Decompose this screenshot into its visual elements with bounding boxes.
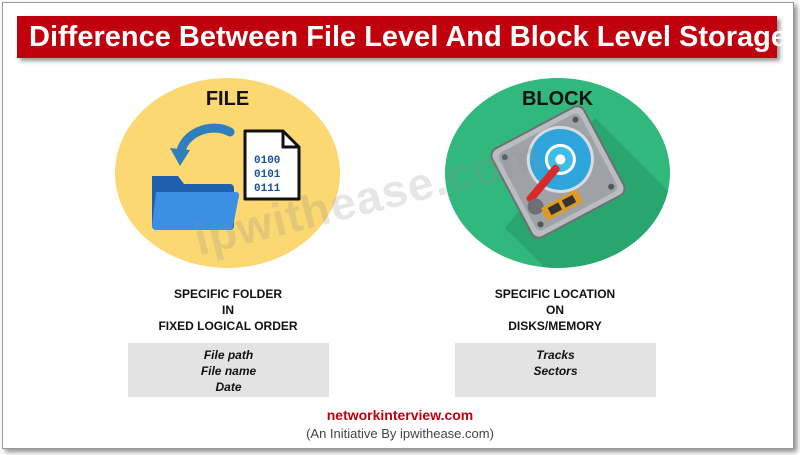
file-description-line: SPECIFIC FOLDER [173, 287, 282, 301]
block-label: BLOCK [521, 88, 594, 110]
file-description-line: FIXED LOGICAL ORDER [158, 319, 298, 333]
binary-line: 0100 [254, 155, 280, 167]
block-description: SPECIFIC LOCATION ON DISKS/MEMORY [455, 286, 655, 334]
file-description: SPECIFIC FOLDER IN FIXED LOGICAL ORDER [128, 286, 328, 334]
rotate-arrow-icon [170, 123, 235, 166]
file-attributes-box: File path File name Date [128, 343, 329, 397]
file-attribute: File name [200, 364, 257, 378]
file-label: FILE [205, 88, 250, 110]
binary-text: 0100 0101 0111 [254, 155, 281, 195]
footer-tagline: (An Initiative By ipwithease.com) [306, 426, 494, 441]
footer-site: networkinterview.com [326, 407, 474, 423]
folder-icon [152, 176, 240, 231]
document-icon [243, 129, 301, 201]
file-circle [115, 78, 340, 268]
block-description-line: SPECIFIC LOCATION [494, 287, 616, 301]
block-description-line: DISKS/MEMORY [508, 319, 602, 333]
block-description-line: ON [546, 303, 564, 317]
file-attribute: Date [215, 380, 242, 394]
binary-line: 0111 [254, 183, 281, 195]
block-attribute: Sectors [533, 364, 578, 378]
page-title: Difference Between File Level And Block … [29, 21, 787, 53]
block-attribute: Tracks [536, 348, 575, 362]
binary-line: 0101 [254, 169, 281, 181]
title-banner: Difference Between File Level And Block … [17, 16, 787, 58]
hard-disk-icon [490, 105, 626, 239]
diagram-frame [2, 2, 794, 449]
file-attribute: File path [203, 348, 254, 362]
block-attributes-box: Tracks Sectors [455, 343, 656, 397]
file-description-line: IN [222, 303, 234, 317]
